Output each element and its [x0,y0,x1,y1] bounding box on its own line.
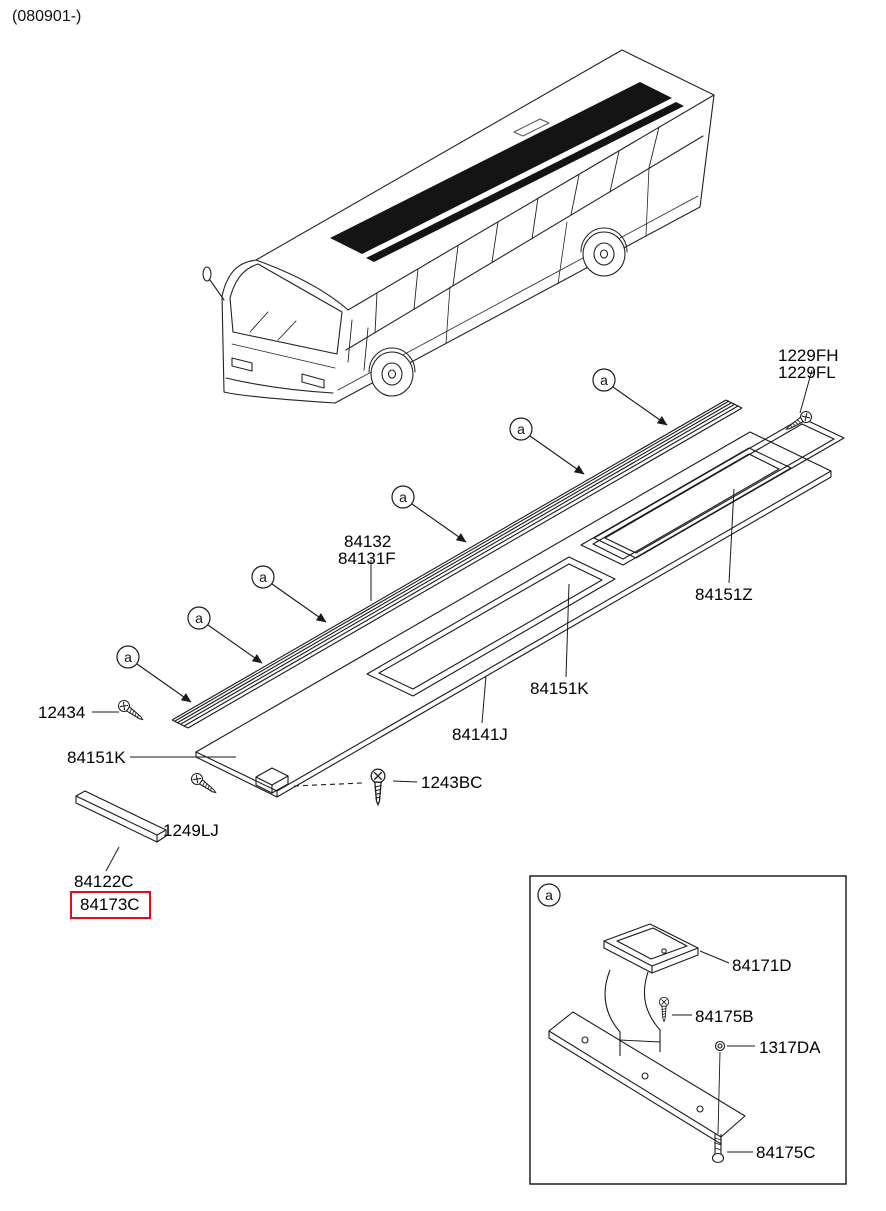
part-label-84141j[interactable]: 84141J [452,725,508,744]
nut-icon-1317DA [714,1040,726,1052]
trim-bar-84122C [75,790,167,843]
marker-a: a [195,610,203,626]
part-label-1229fh[interactable]: 1229FH [778,346,839,365]
part-label-84175b[interactable]: 84175B [695,1007,754,1026]
detail-marker-a: a [545,887,553,903]
bolt-icon-84175C [711,1051,725,1164]
part-label-84122c[interactable]: 84122C [74,872,134,891]
leader-lines [92,369,813,872]
marker-a: a [517,421,525,437]
screw-icon-1243BC [370,768,386,806]
part-label-1317da[interactable]: 1317DA [759,1038,821,1057]
fasteners [115,408,815,806]
roof-hatch [513,118,550,137]
panel-84141J [195,431,832,798]
part-label-84171d[interactable]: 84171D [732,956,792,975]
marker-a: a [600,372,608,388]
frame-84151Z [593,417,845,559]
part-label-1243bc[interactable]: 1243BC [421,773,483,792]
detail-marker-circle [537,883,561,907]
marker-a: a [259,569,267,585]
bracket-84171D [603,923,699,974]
marker-a: a [124,649,132,665]
assembly-markers: a a a a a a [116,368,668,703]
part-label-84131f[interactable]: 84131F [338,549,396,568]
rail-assembly [75,399,845,843]
clip-bracket [255,767,289,794]
roof-hatch-strip [330,82,672,254]
dashed-link [293,782,363,787]
screw-icon-84175B [658,996,670,1023]
detail-box [529,875,847,1185]
part-label-84175c[interactable]: 84175C [756,1143,816,1162]
headlights [231,357,325,389]
mirror-arm [209,279,225,301]
part-label-1229fl[interactable]: 1229FL [778,363,836,382]
highlight-box-84173c[interactable]: 84173C [70,891,151,919]
part-label-1249lj[interactable]: 1249LJ [163,821,219,840]
marker-a: a [399,489,407,505]
wiper-lines [249,311,297,341]
screw-icon-1249LJ [188,770,220,798]
part-label-84173c[interactable]: 84173C [80,895,140,914]
rail-84132 [171,399,743,729]
part-label-84132[interactable]: 84132 [344,532,392,551]
date-code-header: (080901-) [12,8,82,25]
part-label-84151k-left[interactable]: 84151K [67,748,126,767]
mirror [202,266,212,282]
bracket-base-plate [548,1011,746,1145]
screw-icon-12434 [115,697,147,725]
part-label-12434[interactable]: 12434 [38,703,86,722]
part-label-84151z[interactable]: 84151Z [695,585,753,604]
bus-illustration [202,49,715,404]
screw-icon-1229FH [783,408,815,435]
detail-assembly [537,883,755,1164]
frame-84151K-left [366,556,616,697]
part-label-84151k-mid[interactable]: 84151K [530,679,589,698]
